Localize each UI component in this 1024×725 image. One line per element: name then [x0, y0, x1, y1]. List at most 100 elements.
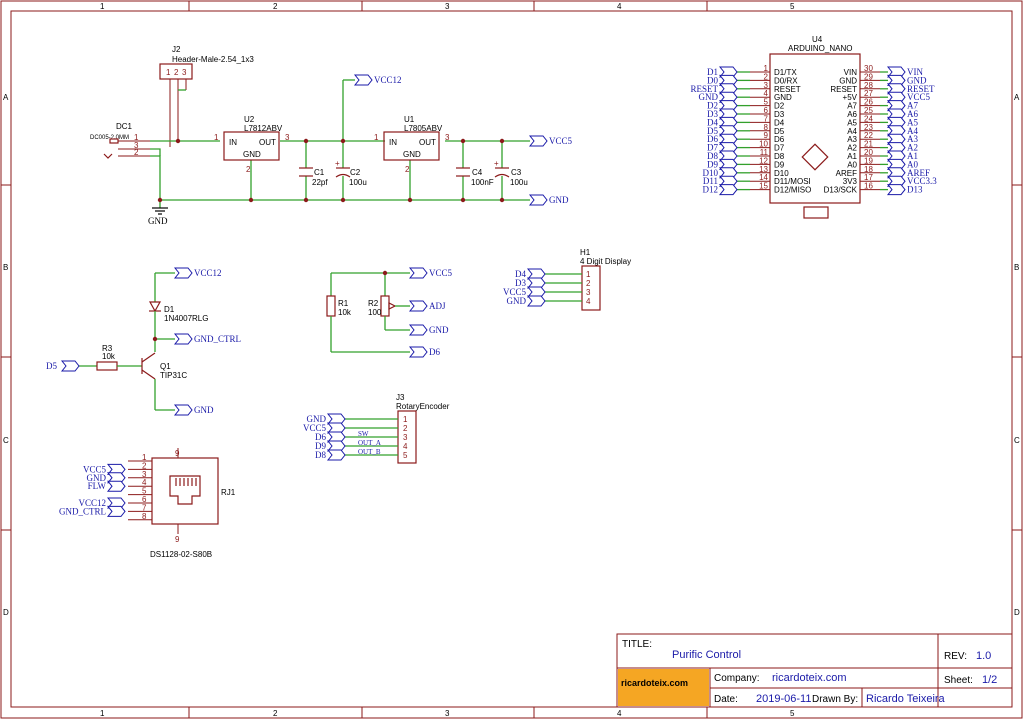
r1-value: 10k — [338, 308, 352, 317]
vcc5-label: VCC5 — [549, 136, 573, 146]
u2-gnd: GND — [243, 150, 261, 159]
encoder-net-5-label: D8 — [315, 450, 326, 460]
gnd-symbol-label: GND — [148, 216, 168, 226]
nano-pin-28: RESET — [830, 85, 857, 94]
nano-pin-num-26: 26 — [864, 98, 873, 107]
nano-net-left-9-label: D6 — [707, 134, 718, 144]
nano-net-right-13-label: AREF — [907, 168, 930, 178]
j3-pin-1: 1 — [403, 415, 408, 424]
d1-ref: D1 — [164, 305, 175, 314]
dc1-value: DC005-2.0MM — [90, 135, 129, 141]
nano-net-left-15-label: D12 — [703, 185, 719, 195]
frame-row-left-A: A — [3, 93, 9, 102]
display-net-2-label: D3 — [515, 278, 526, 288]
rj1-pin-5: 5 — [142, 487, 147, 496]
nano-net-left-1-label: D1 — [707, 67, 718, 77]
nano-pin-24: A5 — [847, 118, 857, 127]
dc1-jack[interactable]: DC1 DC005-2.0MM 1 3 2 — [90, 122, 150, 159]
svg-text:GND_CTRL: GND_CTRL — [194, 334, 241, 344]
dc1-ref: DC1 — [116, 122, 133, 131]
nano-net-right-15-label: D13 — [907, 185, 923, 195]
nano-pin-7: D4 — [774, 118, 785, 127]
nano-net-right-7-label: A5 — [907, 117, 918, 127]
flag-gnd-ctrl-driver: GND_CTRL — [173, 333, 241, 345]
date-value: 2019-06-11 — [756, 693, 811, 705]
encoder-j3[interactable]: J3 RotaryEncoder 1GND2VCC53SWD64OUT_AD95… — [303, 393, 450, 464]
power-wires — [150, 79, 530, 208]
svg-text:D6: D6 — [429, 347, 440, 357]
svg-text:GND: GND — [429, 325, 449, 335]
rj1-pin-8: 8 — [142, 512, 147, 521]
nano-pin-num-8: 8 — [764, 123, 769, 132]
nano-pin-20: A1 — [847, 152, 857, 161]
rj1-pin-2: 2 — [142, 461, 147, 470]
flag-adj: ADJ — [408, 300, 446, 312]
capacitor-c2[interactable]: + C2 100u — [335, 159, 367, 187]
j3-pin-2: 2 — [403, 424, 408, 433]
c3-value: 100u — [510, 178, 528, 187]
rj1-pin-1: 1 — [142, 453, 147, 462]
date-label: Date: — [714, 694, 738, 705]
nano-pin-num-5: 5 — [764, 98, 769, 107]
vcc12-label: VCC12 — [374, 75, 402, 85]
nano-pin-num-19: 19 — [864, 156, 873, 165]
svg-text:VCC12: VCC12 — [194, 268, 222, 278]
j3-wire-label-4: OUT_A — [358, 439, 381, 447]
encoder-net-2-label: VCC5 — [303, 423, 327, 433]
q1-ref: Q1 — [160, 362, 171, 371]
display-net-1-label: D4 — [515, 269, 526, 279]
nano-net-right-3-label: RESET — [907, 84, 935, 94]
nano-net-left-14-label: D11 — [703, 176, 718, 186]
rj1-net-2-label: VCC5 — [83, 464, 107, 474]
nano-pin-12: D9 — [774, 160, 785, 169]
capacitor-c3[interactable]: + C3 100u — [494, 159, 528, 187]
j2-pin1: 1 — [166, 68, 171, 77]
j3-ref: J3 — [396, 393, 405, 402]
j2-ref: J2 — [172, 45, 181, 54]
nano-pin-2: D0/RX — [774, 76, 798, 85]
nano-pin-18: AREF — [836, 169, 857, 178]
svg-text:VCC5: VCC5 — [429, 268, 453, 278]
capacitor-c1[interactable]: C1 22pf — [299, 167, 328, 187]
h1-pin-3: 3 — [586, 288, 591, 297]
rj1-shield-top: 9 — [175, 449, 180, 458]
frame-col-bottom-3: 3 — [445, 709, 450, 718]
h1-value: 4 Digit Display — [580, 257, 631, 266]
flag-gnd-driver: GND — [173, 404, 214, 416]
frame-col-bottom-2: 2 — [273, 709, 278, 718]
nano-pin-num-24: 24 — [864, 114, 873, 123]
u1-in: IN — [389, 138, 397, 147]
nano-net-left-13-label: D10 — [703, 168, 719, 178]
capacitor-c4[interactable]: C4 100nF — [456, 167, 494, 187]
u2-pin-gnd: 2 — [246, 165, 251, 174]
u2-regulator[interactable]: U2 L7812ABV IN OUT GND 1 3 2 — [214, 115, 290, 174]
nano-net-right-10-label: A2 — [907, 143, 918, 153]
frame-col-bottom-1: 1 — [100, 709, 105, 718]
j2-pin3: 3 — [182, 68, 187, 77]
gnd-symbol: GND — [148, 207, 168, 226]
drawn-by-value: Ricardo Teixeira — [866, 693, 946, 705]
nano-pin-5: D2 — [774, 102, 785, 111]
q1-value: TIP31C — [160, 371, 187, 380]
encoder-net-4-label: D9 — [315, 441, 326, 451]
nano-pin-num-29: 29 — [864, 72, 873, 81]
nano-value: ARDUINO_NANO — [788, 44, 852, 53]
rj1-ref: RJ1 — [221, 488, 236, 497]
u1-regulator[interactable]: U1 L7805ABV IN OUT GND 1 3 2 — [374, 115, 450, 174]
nano-pin-3: RESET — [774, 85, 801, 94]
frame-row-left-B: B — [3, 263, 8, 272]
flag-gnd-power: GND — [528, 194, 569, 206]
nano-net-left-5-label: D2 — [707, 101, 718, 111]
c2-ref: C2 — [350, 168, 361, 177]
display-net-3-label: VCC5 — [503, 287, 527, 297]
driver-circuit[interactable]: D1 1N4007RLG R3 10k Q1 TIP31C VCC12 GND_… — [46, 267, 241, 416]
frame-col-top-3: 3 — [445, 2, 450, 11]
nano-pin-1: D1/TX — [774, 68, 797, 77]
adjust-circuit[interactable]: R1 10k R2 100 VCC5 ADJ GND D6 — [326, 267, 453, 358]
c4-value: 100nF — [471, 178, 494, 187]
h1-ref: H1 — [580, 248, 591, 257]
u1-pin-out: 3 — [445, 133, 450, 142]
